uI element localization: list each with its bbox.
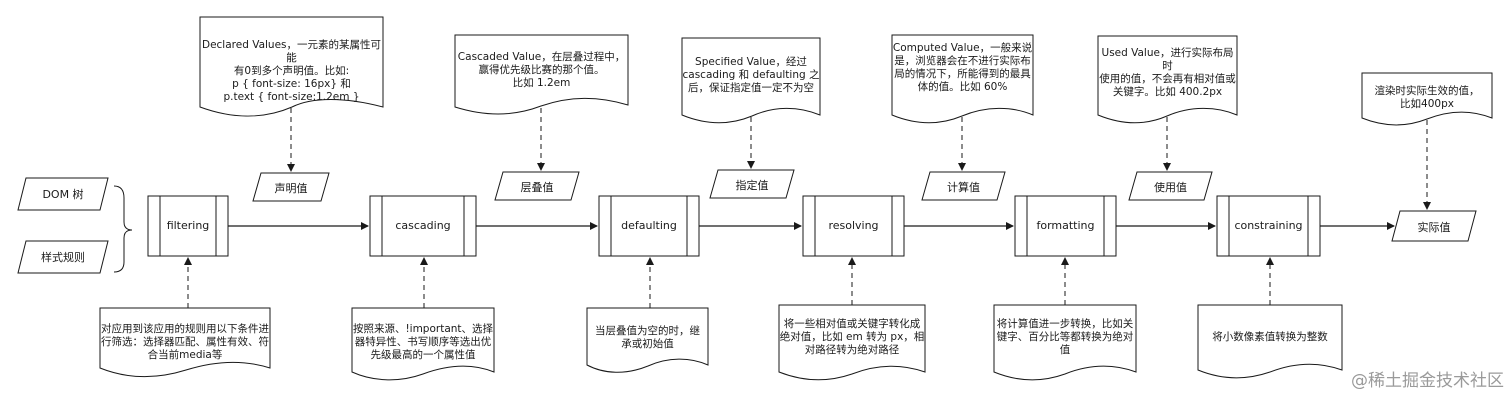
input-shape-dom — [17, 177, 109, 211]
value-shape-5 — [1128, 171, 1213, 201]
note-declared: Declared Values，一元素的某属性可能 有0到多个声明值。比如: p… — [201, 39, 382, 103]
value-cascaded: 层叠值 — [520, 181, 554, 194]
note-shape-bottom-4 — [778, 304, 926, 381]
note-shape-bottom-6 — [1197, 304, 1343, 379]
note-formatting: 将计算值进一步转换，比如关 键字、百分比等都转换为绝对 值 — [996, 318, 1134, 356]
watermark: @稀土掘金技术社区 — [1351, 371, 1504, 391]
note-shape-bottom-5 — [993, 304, 1137, 381]
value-shape-4 — [921, 171, 1006, 201]
value-shape-6 — [1391, 210, 1477, 242]
process-box-constraining — [1216, 195, 1321, 257]
value-shape-1 — [252, 172, 330, 202]
note-shape-top-6 — [1361, 72, 1493, 126]
process-cascading: cascading — [395, 219, 451, 232]
note-shape-top-5 — [1097, 35, 1238, 124]
process-constraining: constraining — [1234, 219, 1303, 232]
value-specified: 指定值 — [735, 179, 769, 192]
process-resolving: resolving — [828, 219, 879, 232]
note-shape-bottom-3 — [586, 307, 709, 373]
note-constraining: 将小数像素值转换为整数 — [1212, 331, 1328, 343]
note-shape-bottom-2 — [351, 307, 495, 381]
note-shape-top-2 — [454, 34, 629, 115]
process-box-filtering — [147, 195, 229, 257]
process-defaulting: defaulting — [621, 219, 677, 232]
brace — [113, 185, 133, 273]
note-defaulting: 当层叠值为空的时，继 承或初始值 — [595, 325, 700, 350]
note-shape-top-3 — [681, 37, 821, 124]
value-declared: 声明值 — [274, 182, 308, 195]
input-style-rules: 样式规则 — [41, 251, 85, 264]
value-shape-2 — [494, 171, 580, 201]
process-box-cascading — [369, 195, 477, 257]
input-dom-tree: DOM 树 — [42, 188, 84, 201]
note-actual: 渲染时实际生效的值， 比如400px — [1374, 85, 1480, 110]
note-arrows — [184, 108, 1431, 308]
note-shape-top-1 — [199, 16, 384, 117]
process-box-defaulting — [598, 195, 700, 257]
note-cascaded: Cascaded Value，在层叠过程中， 赢得优先级比赛的那个值。 比如 1… — [457, 51, 626, 89]
value-computed: 计算值 — [947, 181, 980, 194]
process-filtering: filtering — [166, 219, 210, 232]
input-shape-styles — [17, 240, 109, 274]
value-actual: 实际值 — [1417, 221, 1451, 234]
note-resolving: 将一些相对值或关键字转化成 绝对值，比如 em 转为 px，相 对路径转为绝对路… — [779, 318, 925, 356]
note-shape-bottom-1 — [99, 307, 271, 377]
note-cascading: 按照来源、!important、选择 器特异性、书写顺序等选出优 先级最高的一个… — [352, 323, 494, 361]
note-used: Used Value，进行实际布局时 使用的值，不会再有相对值或 关键字。比如 … — [1099, 47, 1236, 98]
note-specified: Specified Value，经过 cascading 和 defaultin… — [682, 56, 820, 94]
process-box-formatting — [1014, 195, 1117, 257]
process-formatting: formatting — [1036, 219, 1095, 232]
note-shape-top-4 — [891, 34, 1034, 124]
value-shape-3 — [709, 169, 795, 199]
note-filtering: 对应用到该应用的规则用以下条件进 行筛选：选择器匹配、属性有效、符 合当前med… — [101, 323, 269, 361]
value-used: 使用值 — [1154, 181, 1187, 194]
note-computed: Computed Value，一般来说 是，浏览器会在不进行实际布 局的情况下，… — [892, 42, 1033, 93]
